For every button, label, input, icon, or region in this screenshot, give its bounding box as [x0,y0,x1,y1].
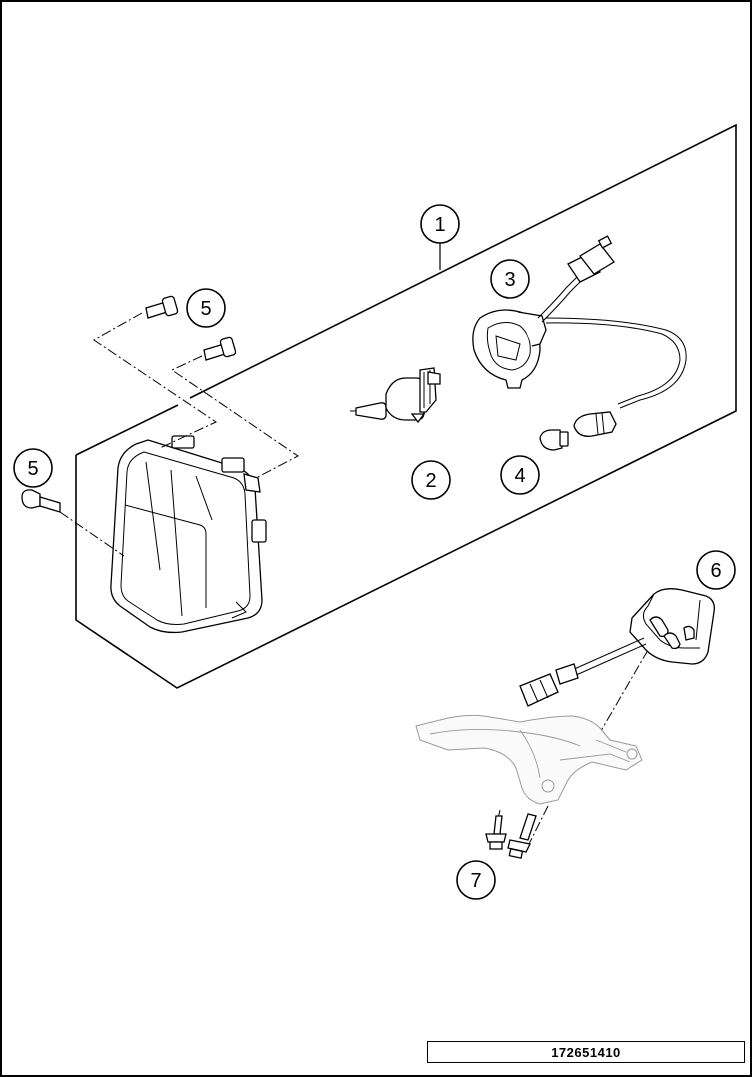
bulb-socket [472,235,687,409]
control-unit [519,588,715,707]
callout-1: 1 [420,204,460,244]
headlight-housing [110,435,267,634]
screw-upper-1 [145,295,179,319]
callout-2: 2 [411,460,451,500]
callout-2-label: 2 [425,470,436,492]
callout-5-upper-label: 5 [200,298,211,320]
callout-7-label: 7 [470,870,481,892]
mounting-screws [21,295,237,513]
screw-left [21,489,61,513]
callout-5-upper: 5 [186,288,226,328]
bracket-bolts [485,813,537,859]
callout-3: 3 [490,259,530,299]
screw-upper-2 [203,336,237,361]
callout-6: 6 [696,550,736,590]
callout-7: 7 [456,860,496,900]
callout-3-label: 3 [504,269,515,291]
parking-light-bulb [539,411,617,451]
headlight-bracket [415,714,643,805]
reference-number: 172651410 [427,1041,745,1063]
bolt-2 [507,813,537,859]
callout-1-label: 1 [434,214,445,236]
bolt-1 [485,815,507,850]
callout-4-label: 4 [514,465,525,487]
callout-5-left-label: 5 [27,458,38,480]
headlight-bulb [350,367,441,424]
callout-4: 4 [500,455,540,495]
callout-6-label: 6 [710,560,721,582]
assembly-boundary [75,123,737,689]
callout-5-left: 5 [13,448,53,488]
